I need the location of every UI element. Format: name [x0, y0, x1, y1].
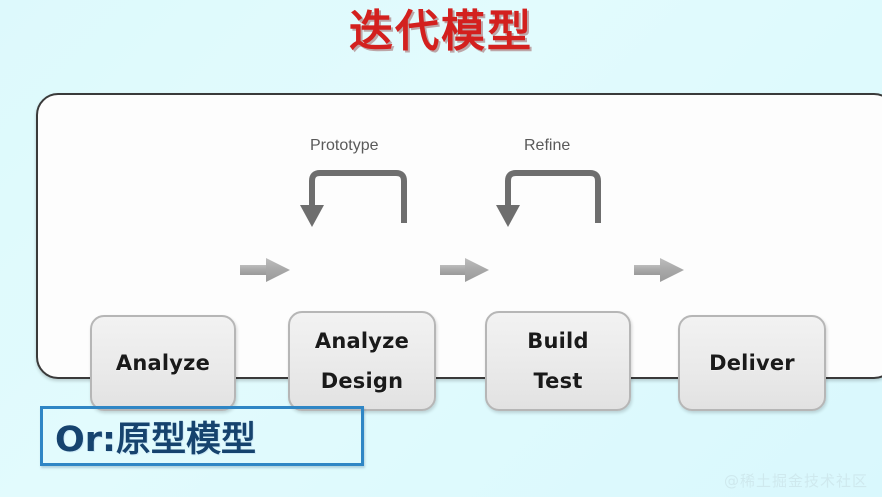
- prototype-loop-arrow: [300, 170, 407, 227]
- flow-box-build-test: Build Test: [485, 311, 631, 411]
- flow-box-build-test-line-2: Test: [533, 369, 583, 393]
- prototype-loop-label: Prototype: [310, 137, 379, 154]
- note-text: Or:原型模型: [55, 419, 257, 460]
- note-box: Or:原型模型: [40, 406, 364, 466]
- flow-box-deliver-line-1: Deliver: [709, 351, 795, 375]
- flow-box-analyze-design: Analyze Design: [288, 311, 436, 411]
- flow-box-build-test-line-1: Build: [527, 329, 589, 353]
- watermark: @稀土掘金技术社区: [723, 472, 868, 490]
- flow-box-analyze-line-1: Analyze: [115, 351, 211, 375]
- flow-box-analyze: Analyze: [90, 315, 236, 411]
- iterative-model-diagram: Prototype Refine Analyze Analyze Design …: [0, 93, 882, 411]
- flow-box-analyze-design-line-1: Analyze: [314, 329, 410, 353]
- refine-loop-label: Refine: [524, 137, 571, 154]
- flow-box-analyze-design-line-2: Design: [320, 369, 404, 393]
- refine-loop-arrow: [496, 170, 601, 227]
- page-title: 迭代模型: [349, 6, 533, 57]
- flow-box-deliver: Deliver: [678, 315, 826, 411]
